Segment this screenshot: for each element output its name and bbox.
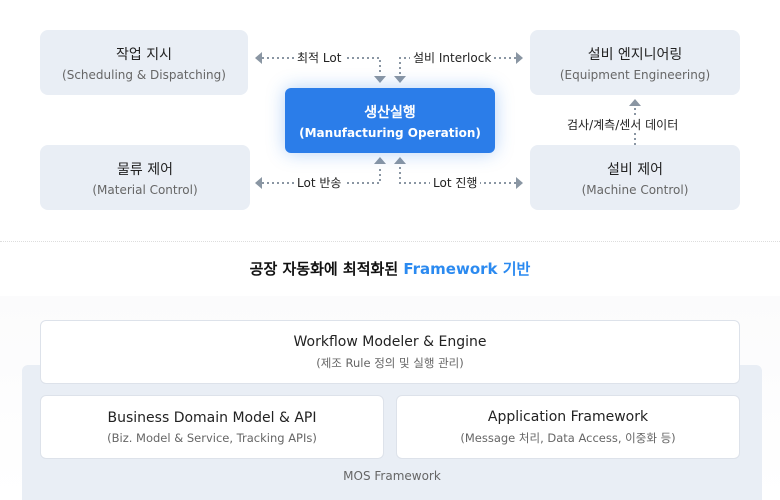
card-title: Application Framework [487, 408, 649, 425]
application-framework-card: Application Framework (Message 처리, Data … [396, 395, 740, 459]
manufacturing-operation-box: 생산실행 (Manufacturing Operation) [285, 88, 495, 153]
inspection-data-label: 검사/계측/센서 데이터 [564, 118, 682, 132]
card-subtitle: (제조 Rule 정의 및 실행 관리) [316, 355, 464, 370]
arrow-down-icon [394, 76, 406, 83]
process-diagram: 작업 지시 (Scheduling & Dispatching) 설비 엔지니어… [0, 0, 780, 240]
interlock-line [399, 57, 516, 74]
box-subtitle: (Material Control) [92, 182, 198, 197]
connector-arrows [255, 52, 641, 189]
arrow-right-icon [516, 52, 523, 64]
arrow-up-icon [394, 157, 406, 164]
arrow-up-icon [629, 99, 641, 106]
interlock-label: 설비 Interlock [410, 51, 495, 65]
material-control-box: 물류 제어 (Material Control) [40, 145, 250, 210]
work-dispatch-box: 작업 지시 (Scheduling & Dispatching) [40, 30, 248, 95]
box-subtitle: (Machine Control) [581, 182, 689, 197]
heading-text: 공장 자동화에 최적화된 [249, 260, 399, 278]
lot-transfer-label: Lot 반송 [294, 176, 345, 190]
arrow-right-icon [516, 177, 523, 189]
box-subtitle: (Equipment Engineering) [559, 67, 711, 82]
card-title: Business Domain Model & API [107, 409, 317, 426]
box-subtitle: (Scheduling & Dispatching) [62, 67, 226, 82]
box-title: 생산실행 [364, 104, 416, 121]
box-title: 설비 제어 [607, 161, 663, 178]
section-heading: 공장 자동화에 최적화된 Framework 기반 [0, 241, 780, 297]
mos-framework-label: MOS Framework [343, 469, 441, 483]
arrow-down-icon [374, 76, 386, 83]
arrow-left-icon [255, 52, 262, 64]
box-subtitle: (Manufacturing Operation) [299, 125, 481, 140]
equipment-engineering-box: 설비 엔지니어링 (Equipment Engineering) [530, 30, 740, 95]
box-title: 작업 지시 [116, 46, 172, 63]
box-title: 물류 제어 [117, 161, 173, 178]
arrow-up-icon [374, 157, 386, 164]
machine-control-box: 설비 제어 (Machine Control) [530, 145, 740, 210]
workflow-engine-card: Workflow Modeler & Engine (제조 Rule 정의 및 … [40, 320, 740, 384]
arrow-left-icon [255, 177, 262, 189]
business-domain-card: Business Domain Model & API (Biz. Model … [40, 395, 384, 459]
card-subtitle: (Biz. Model & Service, Tracking APIs) [107, 430, 317, 445]
box-title: 설비 엔지니어링 [587, 46, 683, 63]
heading-highlight: Framework 기반 [403, 260, 531, 278]
lot-progress-label: Lot 진행 [430, 176, 481, 190]
lot-progress-line [399, 167, 516, 184]
opt-lot-label: 최적 Lot [294, 51, 345, 65]
card-subtitle: (Message 처리, Data Access, 이중화 등) [460, 430, 676, 445]
card-title: Workflow Modeler & Engine [293, 333, 487, 350]
